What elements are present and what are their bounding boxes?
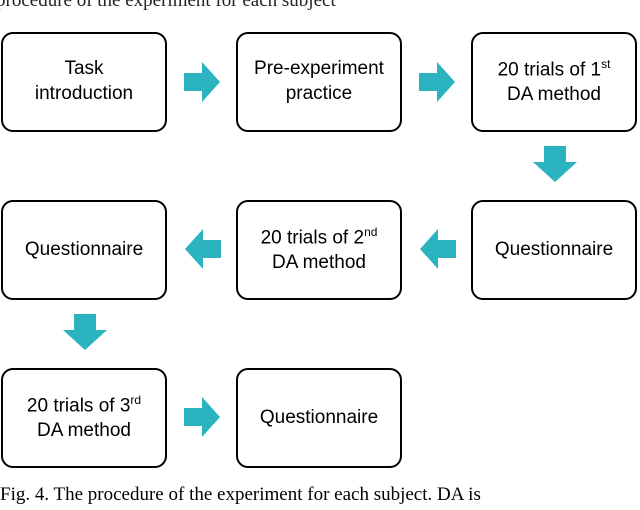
figure-caption: Fig. 4. The procedure of the experiment … [0,484,481,505]
step-label-line2: introduction [34,83,134,104]
step-label-line2: practice [285,83,353,104]
step-label-line2: DA method [36,419,131,441]
step-label-line1: 20 trials of 1st [497,56,611,80]
arrow-right-icon [419,62,455,102]
step-questionnaire-right: Questionnaire [471,200,637,300]
arrow-down-icon [63,314,107,350]
step-questionnaire-final: Questionnaire [236,368,402,468]
arrow-left-icon [420,229,456,269]
step-label-line1: Questionnaire [24,238,144,260]
step-label-line1: 20 trials of 3rd [26,392,142,416]
step-task-introduction: Task introduction [1,32,167,132]
arrow-left-icon [185,229,221,269]
step-label-line2: DA method [271,251,366,273]
step-label-line1: Task [64,58,104,80]
step-label-line1: 20 trials of 2nd [260,224,378,248]
step-pre-experiment-practice: Pre-experiment practice [236,32,402,132]
step-label-line1: Pre-experiment [254,58,384,80]
step-trials-1st-da-method: 20 trials of 1st DA method [471,32,637,132]
step-label-line1: Questionnaire [259,406,379,428]
header-fragment: procedure of the experiment for each sub… [0,0,336,11]
step-trials-2nd-da-method: 20 trials of 2nd DA method [236,200,402,300]
step-questionnaire-left: Questionnaire [1,200,167,300]
step-trials-3rd-da-method: 20 trials of 3rd DA method [1,368,167,468]
arrow-right-icon [184,397,220,437]
step-label-line2: DA method [507,83,601,105]
arrow-right-icon [184,62,220,102]
arrow-down-icon [533,146,577,182]
step-label-line1: Questionnaire [494,238,614,260]
